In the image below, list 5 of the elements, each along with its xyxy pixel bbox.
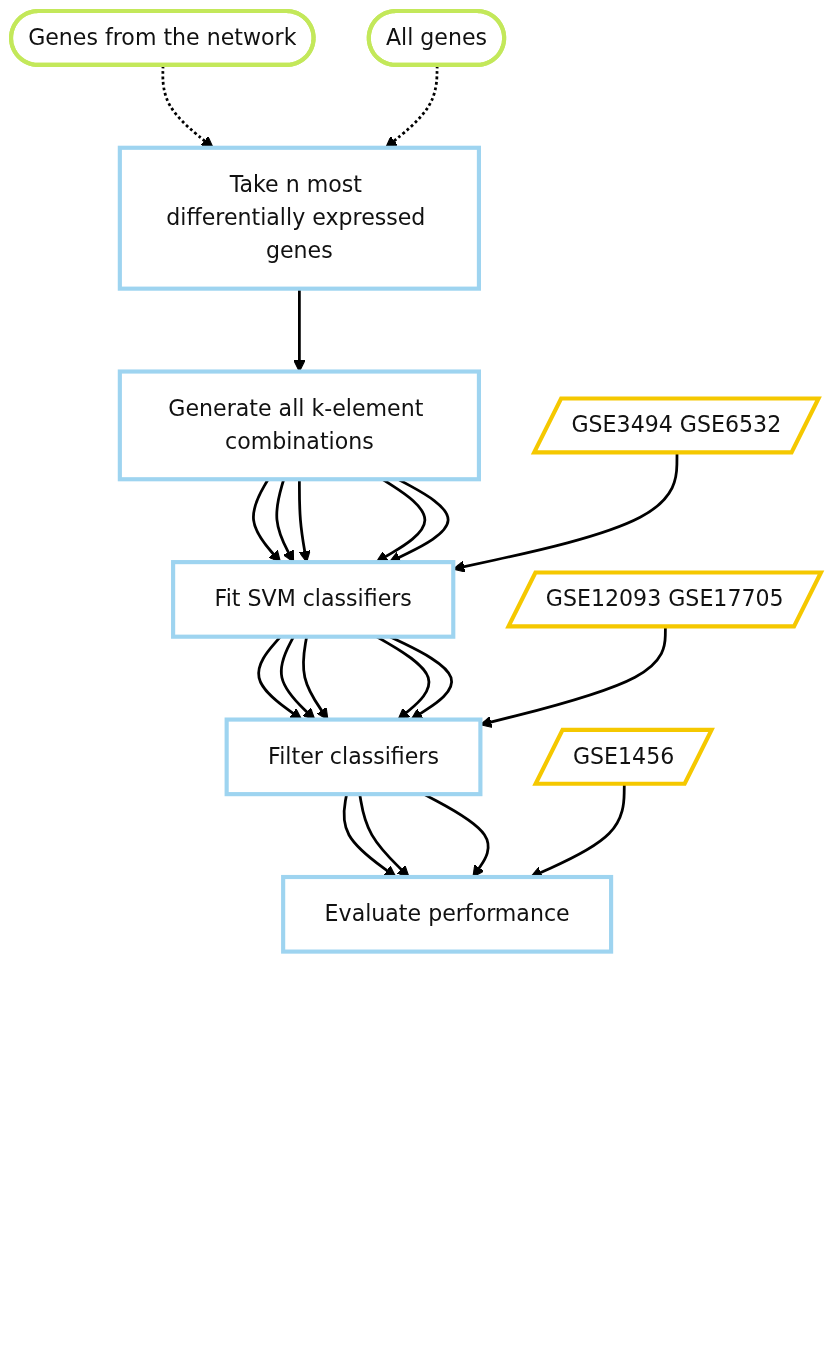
- node-box: Take n most differentially expressed genes: [117, 145, 481, 291]
- node-box: Generate all k-element combinations: [117, 369, 481, 482]
- node-box: Fit SVM classifiers: [171, 560, 456, 639]
- node-box: Evaluate performance: [281, 874, 614, 954]
- node-box: Filter classifiers: [224, 717, 483, 797]
